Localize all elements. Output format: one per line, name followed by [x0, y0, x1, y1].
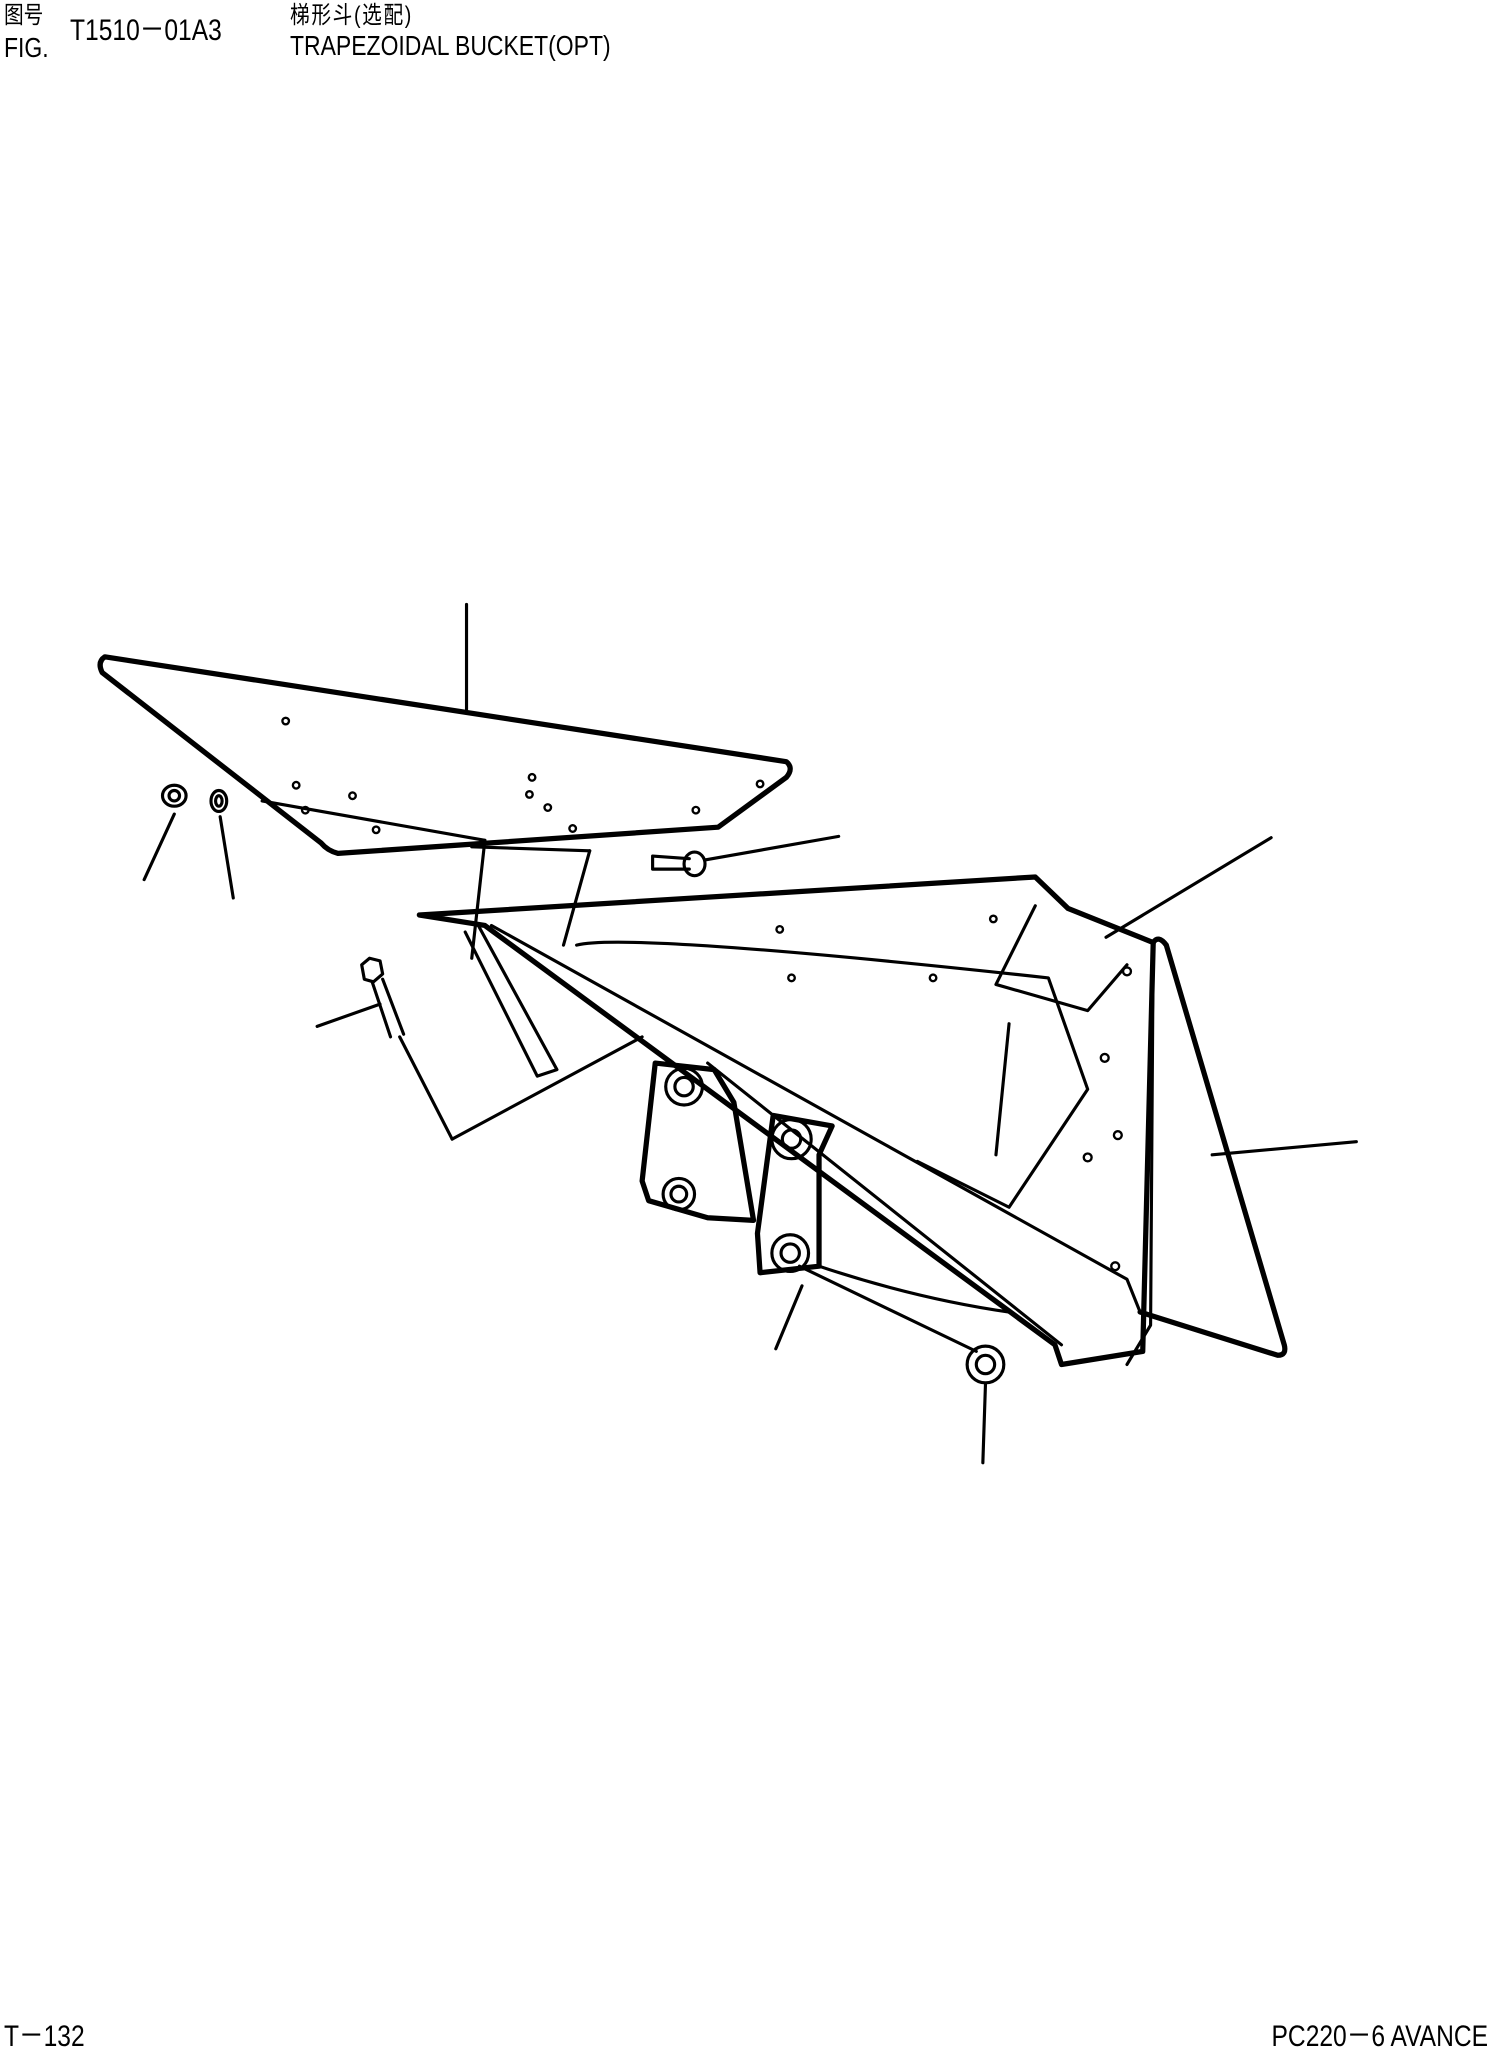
figure-number: T1510－01A3 — [70, 14, 222, 47]
bolt-short-icon — [651, 850, 707, 878]
bucket-bracket-right — [754, 1112, 1011, 1314]
fig-label-cn: 图号 — [4, 2, 44, 29]
page-number: T－132 — [4, 2020, 85, 2053]
fig-label: FIG. — [4, 32, 49, 63]
title-english: TRAPEZOIDAL BUCKET(OPT) — [290, 30, 611, 61]
bolt-long-icon — [360, 956, 406, 1039]
washer-icon — [209, 788, 229, 814]
machine-model: PC220－6 AVANCE — [1271, 2020, 1488, 2053]
side-plate-left — [97, 654, 793, 857]
nut-icon — [160, 783, 188, 808]
side-plate-right — [1137, 936, 1288, 1358]
bushing-icon — [965, 1344, 1006, 1385]
bucket-bracket-left — [639, 1060, 757, 1223]
leader-lines — [142, 602, 1358, 1465]
title-chinese: 梯形斗(选配) — [290, 2, 413, 29]
